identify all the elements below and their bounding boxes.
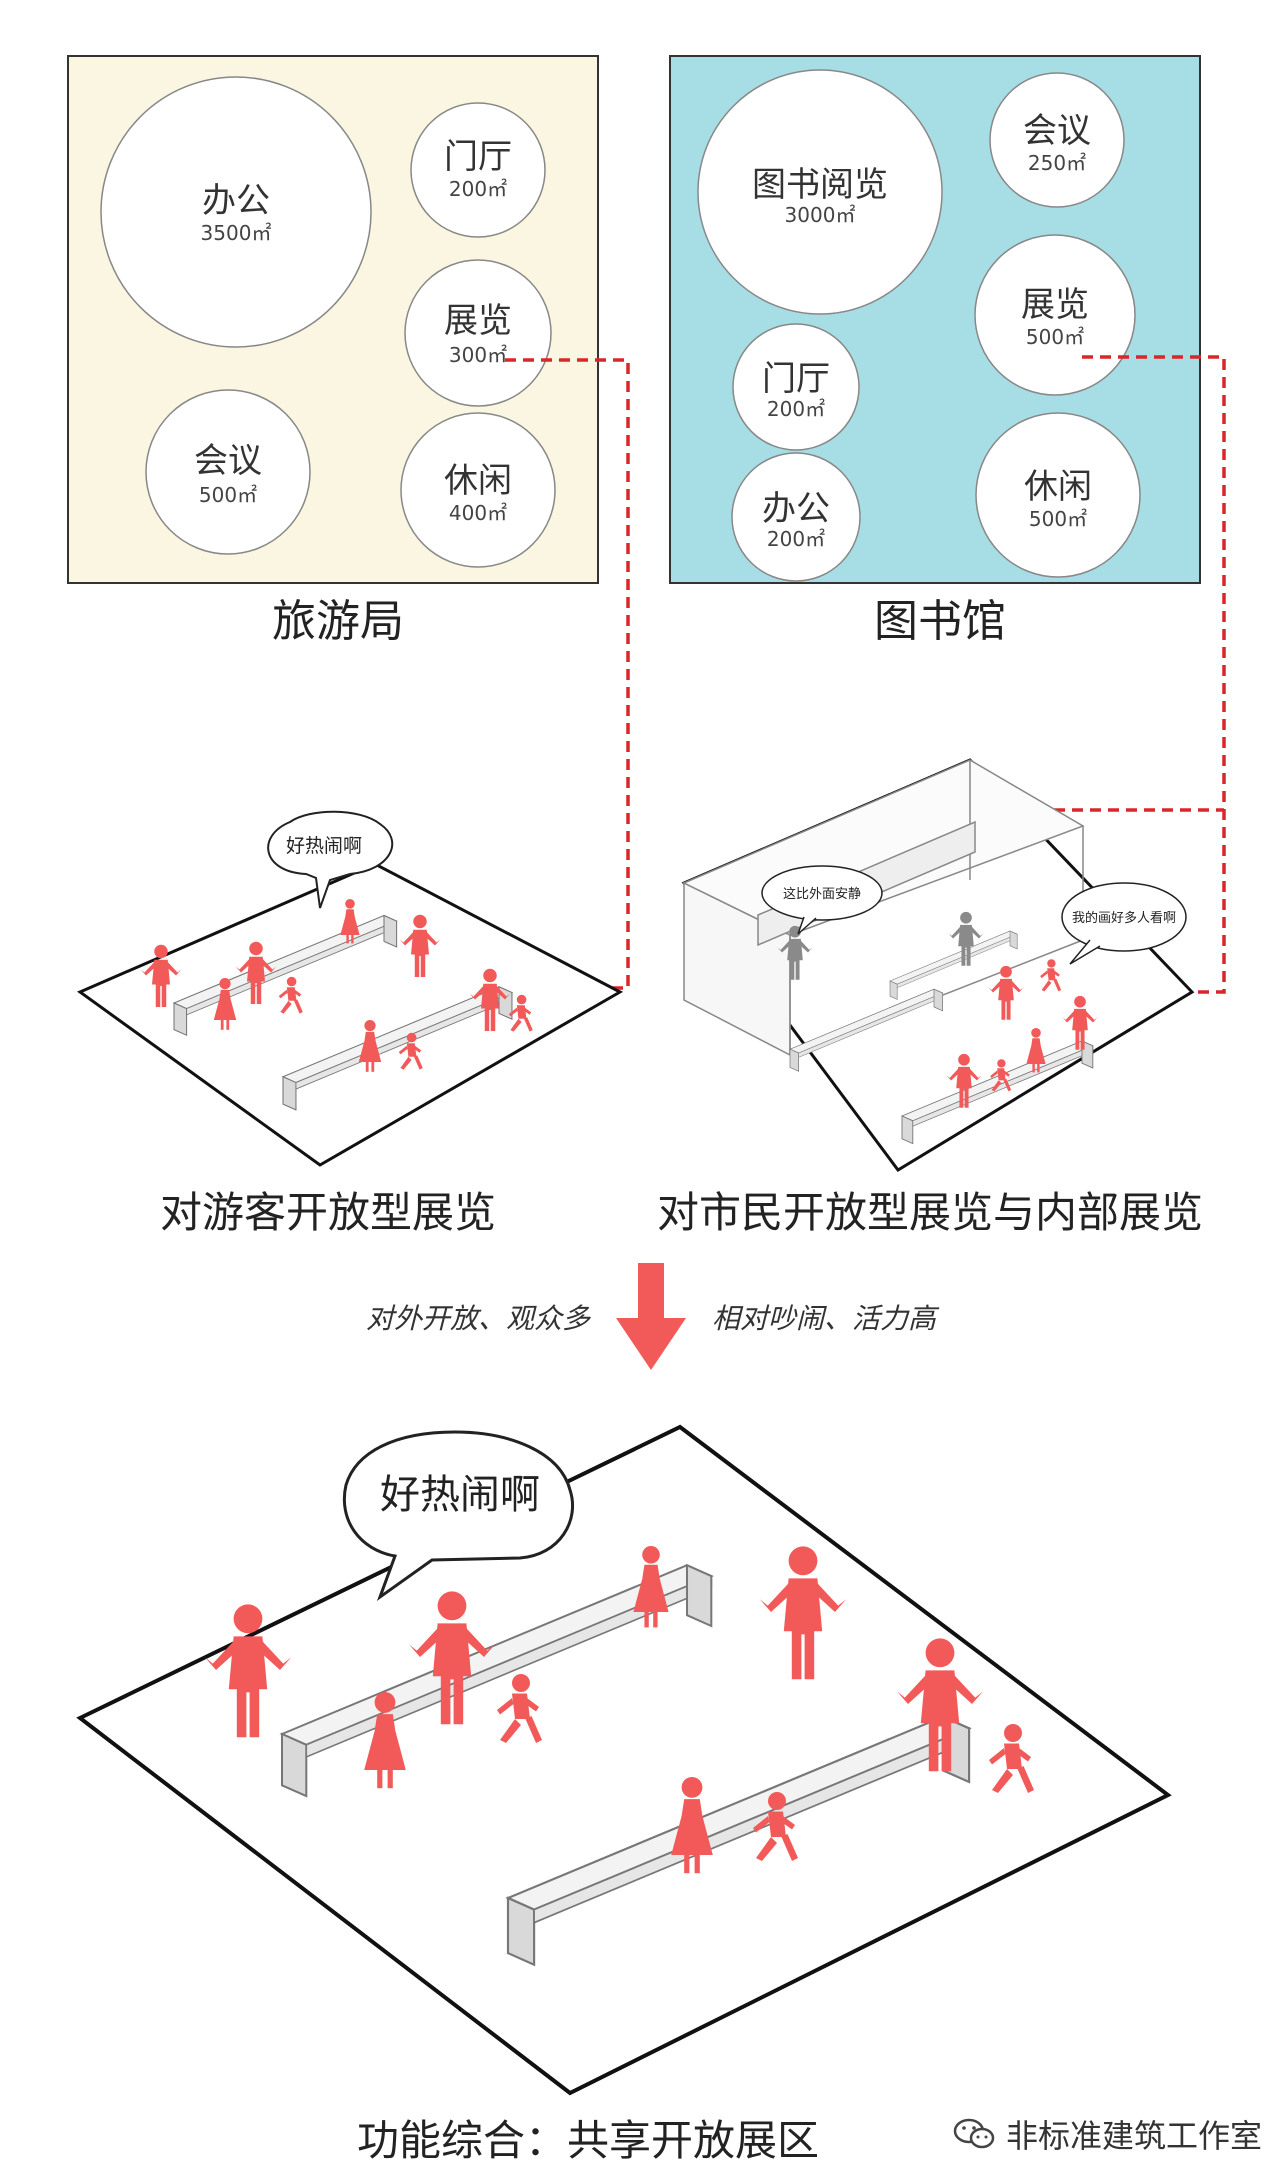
- speech-bubble: 我的画好多人看啊: [1061, 882, 1187, 965]
- caption-right: 对市民开放型展览与内部展览: [657, 1188, 1203, 1237]
- room-area: 500㎡: [1026, 325, 1084, 349]
- watermark-text: 非标准建筑工作室: [1005, 2117, 1262, 2155]
- room-name: 展览: [444, 301, 512, 341]
- speech-bubble: 这比外面安静: [761, 865, 883, 935]
- room-circle: 会议 250㎡: [989, 72, 1125, 208]
- room-area: 3000㎡: [785, 203, 856, 227]
- room-name: 会议: [1023, 111, 1091, 151]
- room-area: 200㎡: [767, 527, 825, 551]
- connector-right: [1082, 355, 1226, 994]
- room-name: 门厅: [444, 137, 512, 177]
- room-name: 休闲: [1024, 467, 1092, 507]
- citizen-exhibition-scene: 这比外面安静 我的画好多人看啊 对市民开放型展览与内部展览: [657, 758, 1203, 1237]
- down-arrow-icon: [616, 1263, 686, 1370]
- room-area: 500㎡: [1029, 507, 1087, 531]
- panel-tourism-bureau: 办公 3500㎡ 门厅 200㎡ 展览 300㎡ 会议 500㎡ 休闲 400㎡…: [67, 55, 599, 647]
- caption-left: 对游客开放型展览: [160, 1188, 496, 1237]
- room-name: 图书阅览: [752, 165, 888, 205]
- tourist-exhibition-scene: 好热闹啊 对游客开放型展览: [76, 810, 624, 1237]
- wechat-icon: [953, 2118, 995, 2149]
- room-name: 办公: [762, 489, 830, 529]
- watermark: 非标准建筑工作室: [952, 2111, 1262, 2157]
- room-name: 休闲: [444, 461, 512, 501]
- bubble-text: 好热闹啊: [286, 835, 362, 857]
- speech-bubble: 好热闹啊: [343, 1430, 575, 1602]
- speech-bubble: 好热闹啊: [267, 810, 394, 909]
- panel-title: 旅游局: [272, 596, 404, 647]
- room-area: 200㎡: [449, 177, 507, 201]
- room-name: 办公: [202, 181, 270, 221]
- room-circle: 图书阅览 3000㎡: [697, 69, 943, 315]
- room-area: 400㎡: [449, 501, 507, 525]
- room-circle: 办公 3500㎡: [100, 76, 372, 348]
- room-circle: 会议 500㎡: [145, 389, 311, 555]
- panel-library: 图书阅览 3000㎡ 会议 250㎡ 展览 500㎡ 门厅 200㎡ 办公 20…: [669, 55, 1201, 647]
- shared-exhibition-scene: 好热闹啊 功能综合：共享开放展区: [76, 1424, 1172, 2165]
- bubble-text: 这比外面安静: [783, 886, 861, 902]
- room-area: 200㎡: [767, 397, 825, 421]
- floor-plate: [76, 1424, 1172, 2096]
- room-area: 300㎡: [449, 343, 507, 367]
- room-area: 250㎡: [1028, 151, 1086, 175]
- room-circle: 展览 300㎡: [404, 259, 552, 407]
- transition: 对外开放、观众多 相对吵闹、活力高: [366, 1263, 940, 1370]
- room-name: 展览: [1021, 285, 1089, 325]
- room-area: 500㎡: [199, 483, 257, 507]
- room-circle: 办公 200㎡: [731, 452, 861, 582]
- caption-bottom: 功能综合：共享开放展区: [357, 2116, 819, 2165]
- floor-plate: [76, 862, 624, 1167]
- bubble-text: 好热闹啊: [380, 1472, 540, 1518]
- room-circle: 门厅 200㎡: [410, 102, 546, 238]
- room-name: 门厅: [762, 359, 830, 399]
- room-name: 会议: [194, 441, 262, 481]
- room-area: 3500㎡: [201, 221, 272, 245]
- panel-title: 图书馆: [874, 596, 1006, 647]
- transition-note-right: 相对吵闹、活力高: [712, 1302, 940, 1335]
- room-circle: 门厅 200㎡: [732, 323, 860, 451]
- room-circle: 休闲 500㎡: [975, 412, 1141, 578]
- transition-note-left: 对外开放、观众多: [366, 1302, 592, 1335]
- room-circle: 休闲 400㎡: [400, 412, 556, 568]
- bubble-text: 我的画好多人看啊: [1072, 910, 1176, 926]
- room-circle: 展览 500㎡: [974, 234, 1136, 396]
